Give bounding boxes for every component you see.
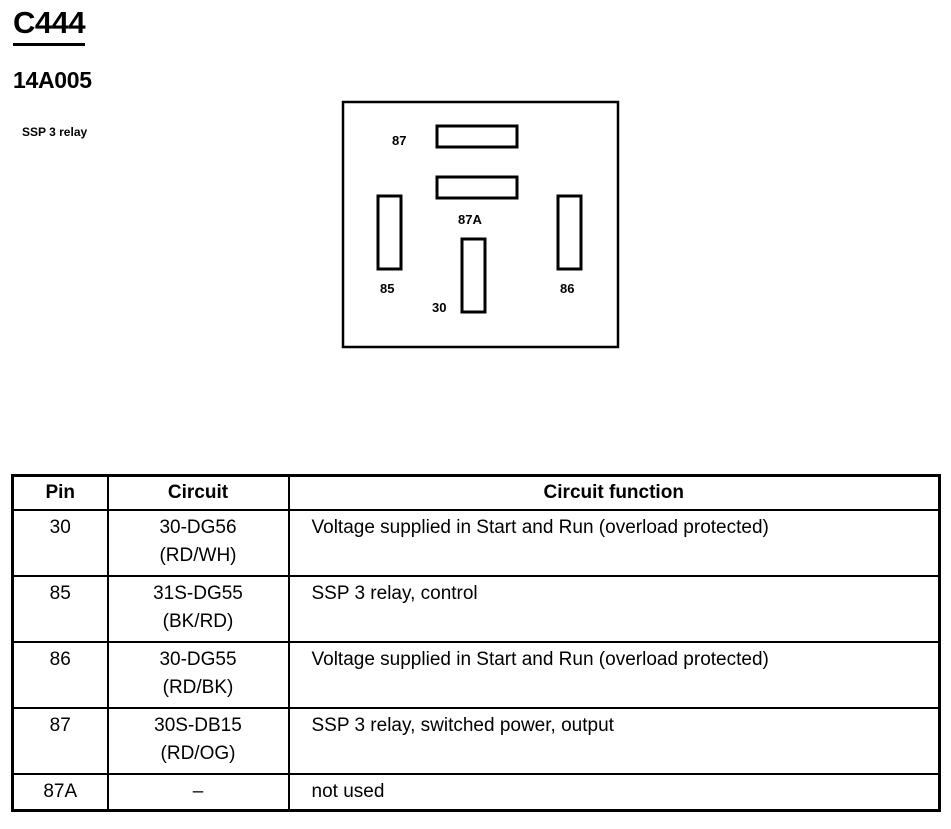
connector-description: SSP 3 relay [22, 125, 88, 139]
relay-connector-diagram: 87 87A 85 30 86 [341, 100, 620, 349]
table-row: 87A – not used [11, 773, 941, 812]
table-row: 86 30-DG55 (RD/BK) Voltage supplied in S… [11, 641, 941, 709]
pin-85-terminal [376, 194, 403, 271]
circuit-cell: 30-DG55 (RD/BK) [106, 641, 290, 709]
pin-86-terminal [556, 194, 583, 271]
pin-85-label: 85 [380, 281, 394, 296]
circuit-code: – [192, 781, 204, 802]
pin-87A-terminal [435, 175, 519, 200]
circuit-cell: 30-DG56 (RD/WH) [106, 509, 290, 577]
connector-id: C444 [13, 4, 86, 46]
header-circuit: Circuit [106, 474, 290, 511]
circuit-code: 30-DG56 [159, 517, 237, 538]
function-cell: Voltage supplied in Start and Run (overl… [287, 509, 941, 577]
circuit-color: (RD/WH) [159, 545, 237, 566]
pin-cell: 85 [11, 575, 109, 643]
circuit-color: (BK/RD) [162, 611, 234, 632]
function-cell: SSP 3 relay, switched power, output [287, 707, 941, 775]
circuit-color: (RD/BK) [162, 677, 234, 698]
circuit-code: 30S-DB15 [154, 715, 242, 736]
pin-cell: 87 [11, 707, 109, 775]
table-row: 30 30-DG56 (RD/WH) Voltage supplied in S… [11, 509, 941, 577]
pin-86-label: 86 [560, 281, 574, 296]
pin-87-terminal [435, 124, 519, 149]
circuit-cell: – [106, 773, 290, 812]
circuit-cell: 31S-DG55 (BK/RD) [106, 575, 290, 643]
pin-87A-label: 87A [458, 212, 482, 227]
pin-30-terminal [460, 237, 487, 314]
function-cell: not used [287, 773, 941, 812]
header-circuit-function: Circuit function [287, 474, 941, 511]
function-cell: SSP 3 relay, control [287, 575, 941, 643]
header-pin: Pin [11, 474, 109, 511]
table-row: 85 31S-DG55 (BK/RD) SSP 3 relay, control [11, 575, 941, 643]
circuit-color: (RD/OG) [160, 743, 236, 764]
table-row: 87 30S-DB15 (RD/OG) SSP 3 relay, switche… [11, 707, 941, 775]
pin-cell: 87A [11, 773, 109, 812]
pin-function-table: Pin Circuit Circuit function 30 30-DG56 … [11, 474, 941, 812]
function-cell: Voltage supplied in Start and Run (overl… [287, 641, 941, 709]
part-number: 14A005 [13, 67, 92, 93]
circuit-code: 30-DG55 [159, 649, 237, 670]
pin-30-label: 30 [432, 300, 446, 315]
circuit-code: 31S-DG55 [153, 583, 243, 604]
circuit-cell: 30S-DB15 (RD/OG) [106, 707, 290, 775]
pin-cell: 30 [11, 509, 109, 577]
table-header-row: Pin Circuit Circuit function [11, 474, 941, 511]
pin-87-label: 87 [392, 133, 406, 148]
pin-cell: 86 [11, 641, 109, 709]
